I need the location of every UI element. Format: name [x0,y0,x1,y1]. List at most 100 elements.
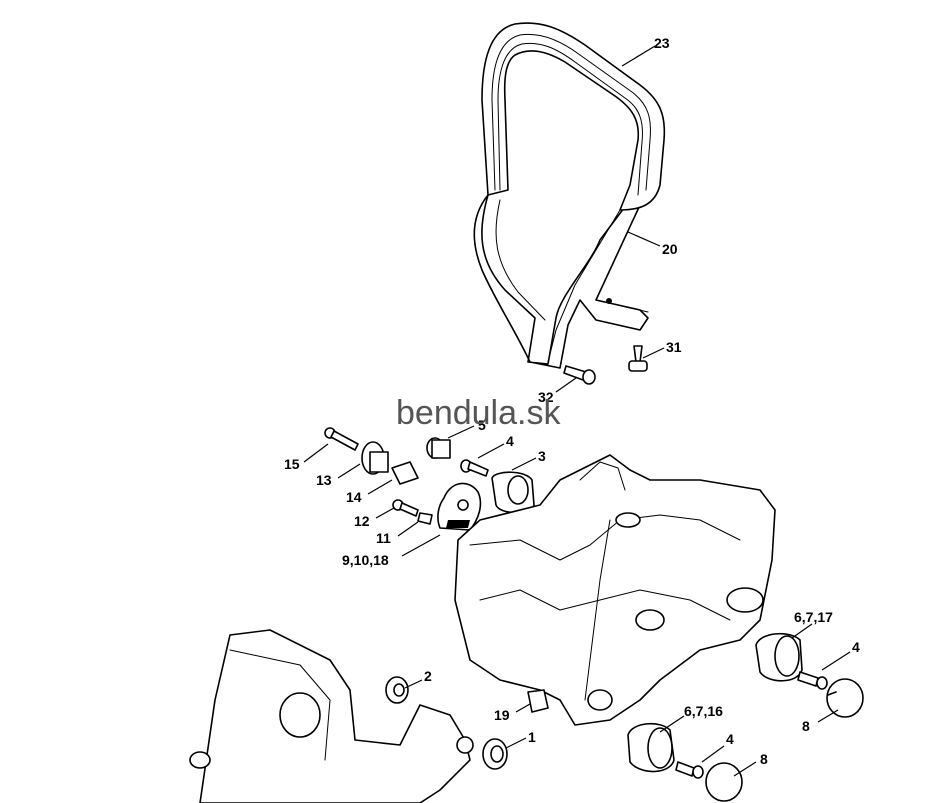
leader-23 [621,45,656,67]
screw-15-shank [330,430,359,451]
callout-15: 15 [284,456,300,472]
handlebar-tube-highlight [495,199,546,321]
screw-31-shank [633,345,643,363]
callout-8b: 8 [760,751,768,767]
handlebar-grip-ridge-2 [497,42,643,196]
housing-outline [454,454,776,726]
leader-lines [303,45,851,777]
handlebar-foot [595,299,649,313]
screw-4b-head [816,676,828,690]
callout-6-7-17: 6,7,17 [794,609,833,625]
leader-11 [397,521,419,537]
housing-boss-4 [587,689,613,711]
buffer-3-end [507,475,529,505]
leader-1 [505,737,527,749]
washer-sleeve-13 [361,441,389,475]
leader-20 [627,231,661,247]
screw-4b [797,671,828,690]
cap-8b [705,762,743,802]
pin-11-body [417,512,433,525]
cap-8a-edge [827,691,837,696]
screw-31 [628,345,648,372]
bushing-5-body [431,439,451,459]
handlebar-grip-body [481,22,666,211]
callout-32: 32 [538,389,554,405]
leader-3 [511,457,537,471]
leader-8a [817,709,839,723]
washer-13-body [369,451,389,473]
leader-4c [701,745,725,763]
callout-4b: 4 [852,639,860,655]
cap-8a-face [826,678,864,718]
callout-19: 19 [494,707,510,723]
tank-opening [279,692,321,738]
handlebar-grip-ridge-1 [491,33,651,191]
callout-13: 13 [316,472,332,488]
housing-boss-2 [726,587,764,613]
callout-2: 2 [424,668,432,684]
callout-5: 5 [478,417,486,433]
leader-9-10-18 [401,534,441,557]
callout-labels: 23 20 31 32 5 4 3 15 13 14 12 11 9,10,18… [284,35,860,767]
plug-19 [527,689,549,713]
buffer-17-end [774,635,800,677]
screw-12 [392,499,419,517]
leader-19 [515,703,531,713]
cover-9-10-18 [437,482,482,531]
leader-2 [404,679,423,689]
leader-4b [821,651,851,671]
tank-outline [199,629,471,803]
housing-rib [584,519,611,701]
callout-1: 1 [528,729,536,745]
leader-14 [367,479,393,495]
screw-4b-shank [797,671,819,687]
cover-hole [457,499,469,511]
ring-1 [482,738,508,770]
tank-cap [189,751,211,769]
screw-4c [675,761,704,779]
sleeve-14-body [391,461,419,485]
callout-8a: 8 [802,718,810,734]
screw-4c-head [692,765,704,779]
buffer-6-7-17 [755,632,803,682]
callout-12: 12 [354,513,370,529]
plug-19-body [527,689,549,713]
buffer-3 [491,471,535,514]
engine-housing [454,454,776,726]
handlebar-hole [606,298,612,304]
cover-shade [446,520,470,528]
ring-2 [385,676,409,704]
handlebar [473,22,666,369]
ring-2-inner [393,683,405,697]
screw-31-head [628,360,648,372]
housing-top-lug [579,461,626,491]
screw-12-shank [399,502,419,517]
leader-8b [733,761,757,777]
callout-6-7-16: 6,7,16 [684,703,723,719]
leader-5 [447,425,475,439]
leader-31 [642,347,665,359]
callout-11: 11 [376,530,391,546]
screw-32 [563,365,596,385]
sleeve-14 [391,461,419,485]
screw-15 [324,427,359,451]
buffer-6-7-16 [627,722,675,773]
leader-4a [477,443,505,459]
housing-ridge-2 [479,589,731,621]
tank-ridge-1 [229,649,331,761]
buffer-16-end [647,727,673,769]
screw-32-head [582,369,596,385]
bushing-5 [426,437,451,459]
tank-boss [456,736,474,754]
watermark-text: bendula.sk [396,394,561,432]
leader-15 [303,443,329,463]
leader-32 [555,377,577,393]
cap-8a [826,678,864,718]
callout-14: 14 [346,489,362,505]
screw-4a-shank [467,461,489,477]
cap-8b-face [705,762,743,802]
leader-6-7-17 [791,623,813,639]
callout-31: 31 [666,339,682,355]
pin-11 [417,512,433,525]
